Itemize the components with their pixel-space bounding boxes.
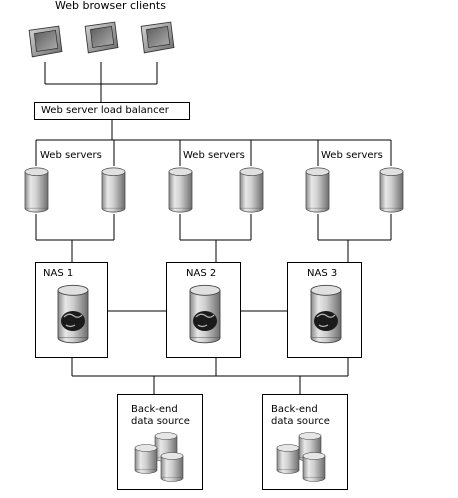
web-server-icon	[379, 167, 404, 213]
connector-lines	[35, 62, 392, 394]
web-servers-label: Web servers	[321, 150, 383, 161]
load-balancer-label: Web server load balancer	[41, 105, 169, 116]
nas-storage-icon	[57, 284, 89, 344]
nas-box: NAS 3	[287, 262, 362, 358]
backend-box: Back-end data source	[262, 394, 348, 490]
web-server-icon	[305, 167, 330, 213]
web-server-icon	[24, 167, 49, 213]
web-server-icon	[101, 167, 126, 213]
nas-box: NAS 2	[166, 262, 241, 358]
web-server-icon	[168, 167, 193, 213]
backend-label-line2: data source	[131, 416, 190, 427]
nas-label: NAS 1	[43, 268, 74, 279]
nas-label: NAS 3	[307, 268, 338, 279]
backend-label-line1: Back-end	[131, 404, 178, 415]
web-servers-label: Web servers	[183, 150, 245, 161]
client-monitor-icon	[28, 25, 63, 58]
backend-box: Back-end data source	[117, 394, 203, 490]
nas-storage-icon	[310, 284, 342, 344]
clients-title: Web browser clients	[55, 0, 166, 12]
load-balancer-box: Web server load balancer	[34, 102, 190, 120]
nas-storage-icon	[189, 284, 221, 344]
client-monitor-icon	[84, 21, 119, 54]
web-server-icon	[239, 167, 264, 213]
backend-label-line2: data source	[271, 416, 330, 427]
backend-label-line1: Back-end	[271, 404, 318, 415]
client-monitor-icon	[140, 21, 175, 54]
nas-box: NAS 1	[35, 262, 108, 358]
web-servers-label: Web servers	[40, 150, 102, 161]
nas-label: NAS 2	[186, 268, 217, 279]
